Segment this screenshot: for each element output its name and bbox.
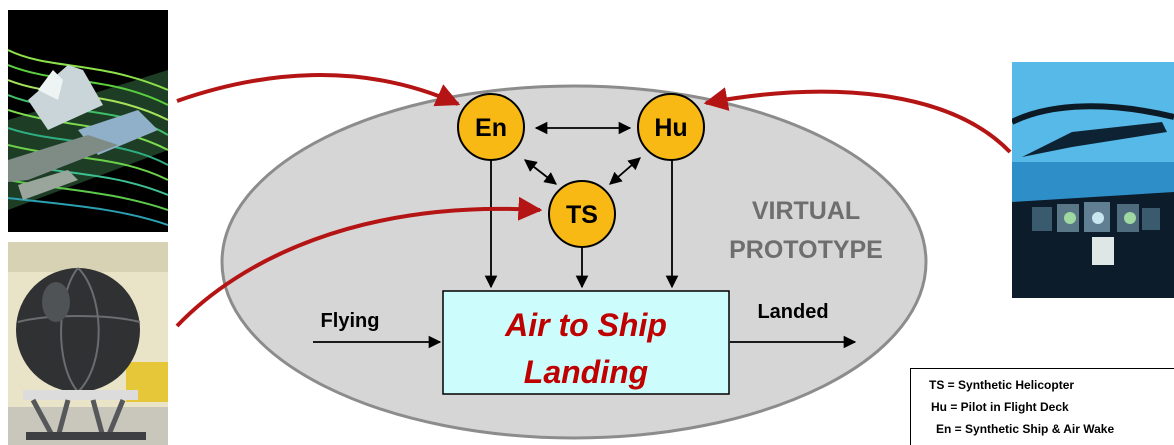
en-ts-arrow — [524, 159, 557, 185]
virtual-prototype-line1: VIRTUAL — [752, 197, 860, 225]
legend-item: TS = Synthetic Helicopter — [929, 378, 1075, 392]
cockpit-feed-arrow — [703, 87, 1012, 154]
process-title-line1: Air to Ship — [504, 307, 667, 343]
legend-box: TS = Synthetic Helicopter Hu = Pilot in … — [910, 368, 1174, 445]
simulator-sphere-image — [8, 242, 168, 445]
node-hu — [637, 93, 705, 161]
process-title-line2: Landing — [524, 354, 648, 390]
node-en-label: En — [475, 114, 507, 142]
virtual-prototype-ellipse — [220, 84, 928, 440]
process-box — [442, 290, 730, 395]
node-hu-label: Hu — [654, 114, 687, 142]
input-label: Flying — [321, 310, 380, 332]
output-label: Landed — [757, 301, 828, 323]
node-ts — [548, 180, 616, 248]
airwake-feed-arrow — [176, 73, 461, 107]
cockpit-view-image — [1012, 62, 1174, 298]
legend-item: Hu = Pilot in Flight Deck — [931, 400, 1069, 414]
simulator-feed-arrow — [175, 196, 543, 328]
virtual-prototype-line2: PROTOTYPE — [729, 236, 883, 264]
node-ts-label: TS — [566, 201, 598, 229]
hu-ts-arrow — [609, 157, 641, 185]
node-en — [457, 93, 525, 161]
cfd-airwake-image — [8, 10, 168, 232]
legend-item: En = Synthetic Ship & Air Wake — [936, 422, 1115, 436]
